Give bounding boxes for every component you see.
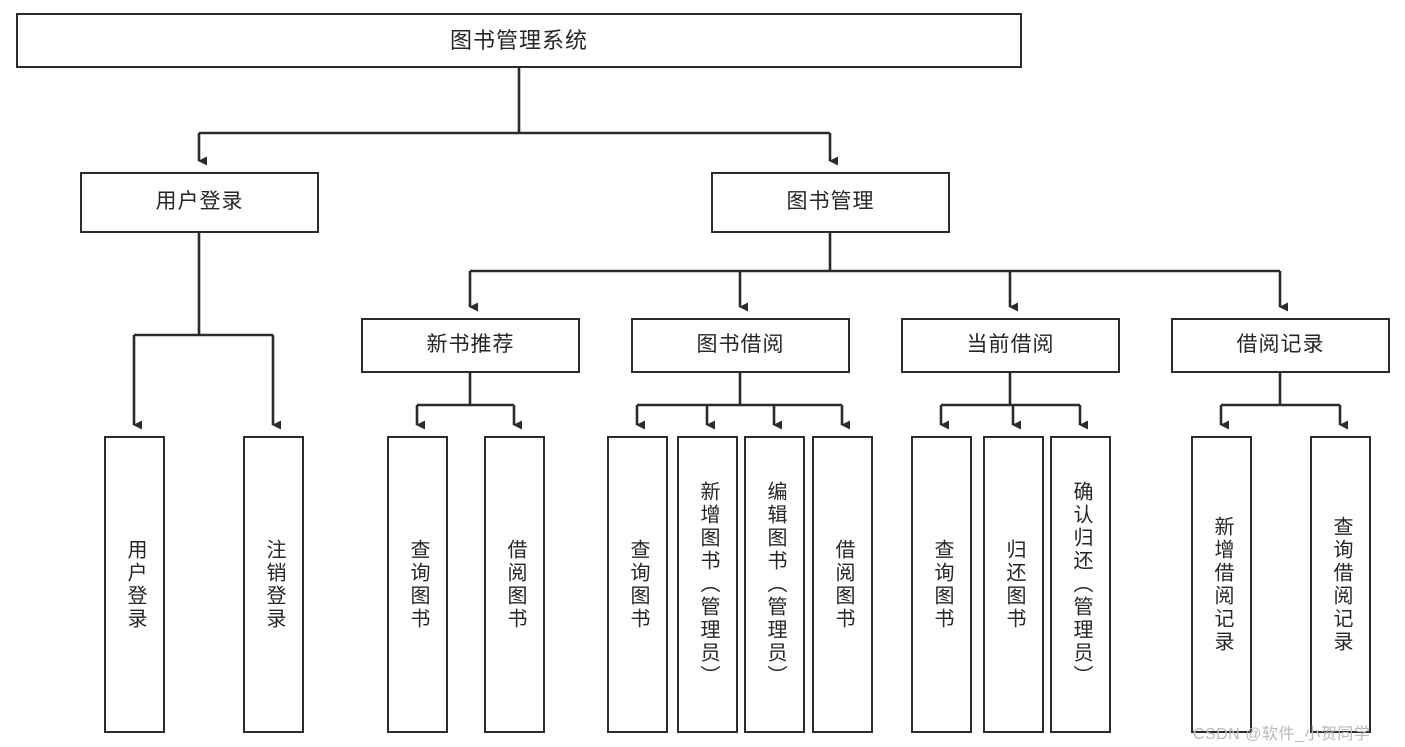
leaf-logout[interactable]: 注销登录	[243, 436, 304, 733]
leaf-user-login[interactable]: 用户登录	[104, 436, 165, 733]
node-book-borrow[interactable]: 图书借阅	[631, 318, 850, 373]
leaf-query-book-current[interactable]: 查询图书	[911, 436, 972, 733]
leaf-confirm-return-admin[interactable]: 确认归还（管理员）	[1050, 436, 1111, 733]
leaf-query-borrow-record[interactable]: 查询借阅记录	[1310, 436, 1371, 733]
node-borrow-records[interactable]: 借阅记录	[1171, 318, 1390, 373]
node-new-book-recommend[interactable]: 新书推荐	[361, 318, 580, 373]
leaf-return-book[interactable]: 归还图书	[983, 436, 1044, 733]
leaf-query-book-newbook[interactable]: 查询图书	[387, 436, 448, 733]
node-current-borrow[interactable]: 当前借阅	[901, 318, 1120, 373]
node-book-management[interactable]: 图书管理	[711, 172, 950, 233]
leaf-add-borrow-record[interactable]: 新增借阅记录	[1191, 436, 1252, 733]
leaf-query-book-borrow[interactable]: 查询图书	[607, 436, 668, 733]
leaf-borrow-book-newbook[interactable]: 借阅图书	[484, 436, 545, 733]
node-root-system[interactable]: 图书管理系统	[16, 13, 1022, 68]
leaf-edit-book-admin[interactable]: 编辑图书（管理员）	[744, 436, 805, 733]
leaf-borrow-book[interactable]: 借阅图书	[812, 436, 873, 733]
leaf-add-book-admin[interactable]: 新增图书（管理员）	[677, 436, 738, 733]
node-user-login[interactable]: 用户登录	[80, 172, 319, 233]
